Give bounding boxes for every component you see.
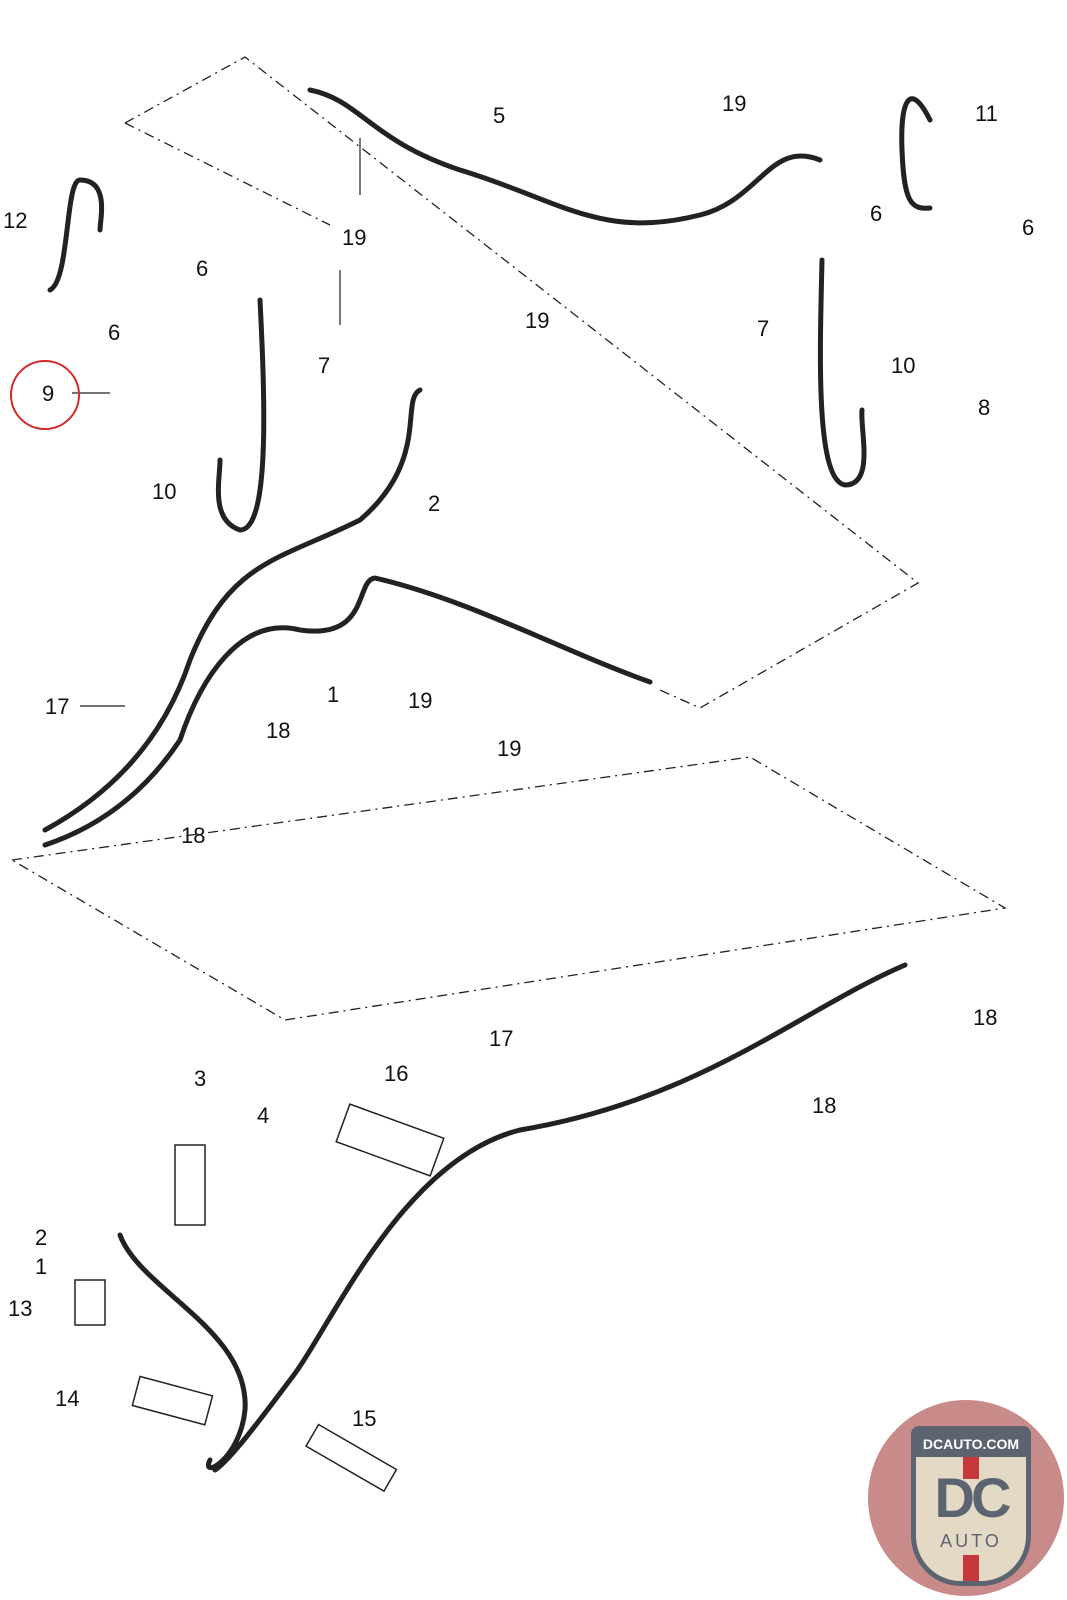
callout-19: 19 bbox=[497, 736, 522, 761]
callout-19: 19 bbox=[408, 688, 433, 713]
clip-16 bbox=[335, 1103, 445, 1177]
logo-stripe-bottom bbox=[963, 1555, 979, 1581]
callout-1: 1 bbox=[35, 1254, 48, 1279]
callout-7: 7 bbox=[318, 353, 331, 378]
brake-line-12 bbox=[47, 177, 105, 293]
callout-18: 18 bbox=[181, 823, 206, 848]
brake-line-lower-2 bbox=[117, 1232, 248, 1471]
callout-16: 16 bbox=[384, 1061, 409, 1086]
callout-19: 19 bbox=[342, 225, 367, 250]
callout-13: 13 bbox=[8, 1296, 33, 1321]
callout-3: 3 bbox=[194, 1066, 207, 1091]
brake-line-1-upper bbox=[42, 575, 653, 848]
brake-hose-7-left bbox=[215, 297, 267, 533]
logo-stripe-top bbox=[963, 1457, 979, 1479]
logo-url: DCAUTO.COM bbox=[916, 1431, 1026, 1457]
callout-19: 19 bbox=[525, 308, 550, 333]
clip-15 bbox=[305, 1423, 398, 1493]
callout-6: 6 bbox=[870, 201, 883, 226]
callout-6: 6 bbox=[1022, 215, 1035, 240]
callout-15: 15 bbox=[352, 1406, 377, 1431]
brake-line-11 bbox=[899, 96, 933, 211]
callout-10: 10 bbox=[152, 479, 177, 504]
brake-line-lower bbox=[212, 962, 908, 1473]
callout-10: 10 bbox=[891, 353, 916, 378]
callout-12: 12 bbox=[3, 208, 28, 233]
bracket-3 bbox=[174, 1144, 206, 1226]
callout-17: 17 bbox=[489, 1026, 514, 1051]
callout-14: 14 bbox=[55, 1386, 80, 1411]
logo-auto: AUTO bbox=[940, 1531, 1002, 1551]
callout-2: 2 bbox=[428, 491, 441, 516]
callout-19: 19 bbox=[722, 91, 747, 116]
callout-17: 17 bbox=[45, 694, 70, 719]
callout-5: 5 bbox=[493, 103, 506, 128]
callout-6: 6 bbox=[108, 320, 121, 345]
callout-1: 1 bbox=[327, 682, 340, 707]
dcauto-logo: DCAUTO.COM DC AUTO bbox=[868, 1400, 1064, 1596]
clip-14 bbox=[131, 1375, 214, 1426]
callout-2: 2 bbox=[35, 1225, 48, 1250]
logo-shield: DCAUTO.COM DC AUTO bbox=[911, 1426, 1031, 1586]
highlight-circle bbox=[10, 360, 80, 430]
dashed-outline-lower bbox=[11, 756, 1007, 1021]
dashed-outline-upper bbox=[124, 56, 920, 709]
callout-4: 4 bbox=[257, 1103, 270, 1128]
callout-9: 9 bbox=[42, 381, 55, 406]
logo-dc: DC bbox=[934, 1466, 1012, 1529]
dashed-outline-upper-left bbox=[124, 122, 331, 226]
brake-line-5 bbox=[307, 87, 823, 226]
callout-8: 8 bbox=[978, 395, 991, 420]
callout-6: 6 bbox=[196, 256, 209, 281]
brake-line-2-upper bbox=[42, 387, 423, 833]
callout-18: 18 bbox=[812, 1093, 837, 1118]
callout-18: 18 bbox=[266, 718, 291, 743]
callout-11: 11 bbox=[975, 101, 998, 126]
clip-13 bbox=[74, 1279, 106, 1326]
callout-7: 7 bbox=[757, 316, 770, 341]
callout-18: 18 bbox=[973, 1005, 998, 1030]
brake-hose-7-right bbox=[817, 257, 867, 488]
